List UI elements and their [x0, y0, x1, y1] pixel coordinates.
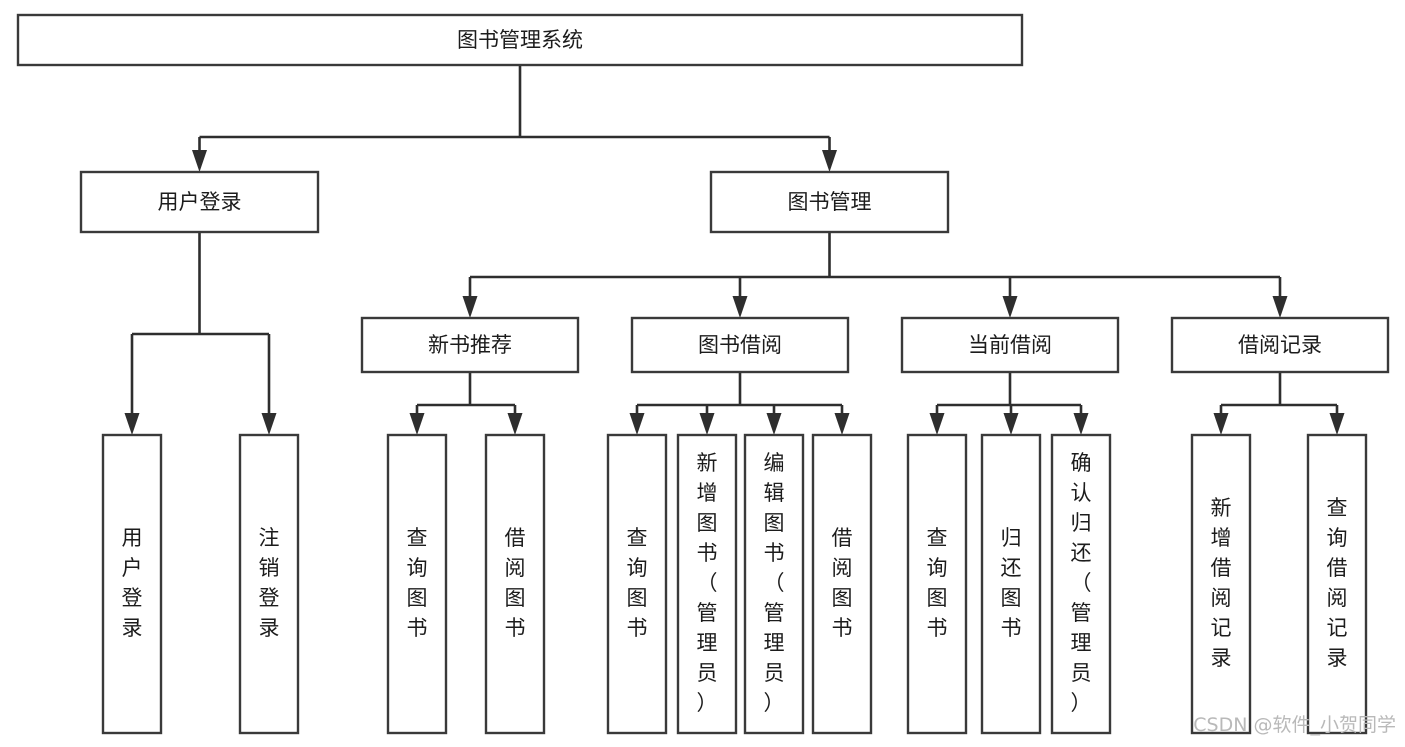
node-box-l-bb-borrow[interactable]: [811, 433, 873, 735]
node-n-book-borrow[interactable]: 图书借阅: [630, 316, 850, 374]
node-box-root[interactable]: [16, 13, 1024, 67]
node-root[interactable]: 图书管理系统: [16, 13, 1024, 67]
connector-group-n-new-book-rec: [409, 372, 523, 435]
node-l-bb-borrow[interactable]: 借阅图书: [811, 433, 873, 735]
node-n-user-login[interactable]: 用户登录: [79, 170, 320, 234]
connector-group-n-book-borrow: [629, 372, 850, 435]
node-l-cb-query[interactable]: 查询图书: [906, 433, 968, 735]
node-label-l-bb-borrow: 借阅图书: [832, 526, 853, 640]
node-label-l-cb-query: 查询图书: [927, 526, 948, 640]
node-layer: 图书管理系统用户登录图书管理新书推荐图书借阅当前借阅借阅记录用户登录注销登录查询…: [16, 13, 1390, 735]
connector-group-n-user-login: [124, 232, 277, 435]
node-label-n-book-borrow: 图书借阅: [698, 333, 782, 357]
node-label-n-new-book-rec: 新书推荐: [428, 333, 512, 357]
node-box-n-book-borrow[interactable]: [630, 316, 850, 374]
connector-group-n-current-borrow: [929, 372, 1089, 435]
node-l-rec-query[interactable]: 查询图书: [386, 433, 448, 735]
node-box-l-cb-confirm[interactable]: [1050, 433, 1112, 735]
node-l-br-query[interactable]: 查询借阅记录: [1306, 433, 1368, 735]
csdn-watermark: CSDN @软件_小贺同学: [1193, 714, 1396, 736]
node-box-n-borrow-record[interactable]: [1170, 316, 1390, 374]
connector-group-n-borrow-record: [1213, 372, 1345, 435]
node-box-l-rec-query[interactable]: [386, 433, 448, 735]
connector-layer: [124, 65, 1345, 435]
node-l-cb-confirm[interactable]: 确认归还（管理员）: [1050, 433, 1112, 735]
node-label-l-user-login: 用户登录: [122, 526, 143, 640]
node-label-l-rec-borrow: 借阅图书: [505, 526, 526, 640]
node-l-bb-query[interactable]: 查询图书: [606, 433, 668, 735]
node-l-bb-edit[interactable]: 编辑图书（管理员）: [743, 433, 805, 735]
node-box-l-cb-query[interactable]: [906, 433, 968, 735]
node-label-n-borrow-record: 借阅记录: [1238, 333, 1322, 357]
connector-group-n-book-manage: [462, 232, 1288, 318]
node-box-l-br-add[interactable]: [1190, 433, 1252, 735]
node-label-l-br-add: 新增借阅记录: [1211, 496, 1232, 670]
node-box-l-rec-borrow[interactable]: [484, 433, 546, 735]
node-label-l-cb-return: 归还图书: [1001, 526, 1022, 640]
node-n-book-manage[interactable]: 图书管理: [709, 170, 950, 234]
node-l-rec-borrow[interactable]: 借阅图书: [484, 433, 546, 735]
node-box-n-new-book-rec[interactable]: [360, 316, 580, 374]
node-n-new-book-rec[interactable]: 新书推荐: [360, 316, 580, 374]
node-label-l-bb-edit: 编辑图书（管理员）: [764, 451, 785, 715]
node-l-cb-return[interactable]: 归还图书: [980, 433, 1042, 735]
node-box-n-book-manage[interactable]: [709, 170, 950, 234]
node-l-user-login[interactable]: 用户登录: [101, 433, 163, 735]
node-box-l-bb-edit[interactable]: [743, 433, 805, 735]
node-box-l-bb-query[interactable]: [606, 433, 668, 735]
node-box-n-user-login[interactable]: [79, 170, 320, 234]
node-label-n-user-login: 用户登录: [158, 190, 242, 214]
node-box-l-user-login[interactable]: [101, 433, 163, 735]
node-n-current-borrow[interactable]: 当前借阅: [900, 316, 1120, 374]
node-label-l-bb-add: 新增图书（管理员）: [697, 451, 718, 715]
connector-group-root: [192, 65, 837, 172]
node-label-l-cb-confirm: 确认归还（管理员）: [1071, 451, 1092, 715]
node-box-n-current-borrow[interactable]: [900, 316, 1120, 374]
node-box-l-bb-add[interactable]: [676, 433, 738, 735]
node-label-root: 图书管理系统: [457, 28, 583, 52]
node-label-l-rec-query: 查询图书: [407, 526, 428, 640]
node-label-l-user-logout: 注销登录: [259, 526, 280, 640]
node-label-n-current-borrow: 当前借阅: [968, 333, 1052, 357]
node-l-bb-add[interactable]: 新增图书（管理员）: [676, 433, 738, 735]
node-label-l-bb-query: 查询图书: [627, 526, 648, 640]
node-label-l-br-query: 查询借阅记录: [1327, 496, 1348, 670]
node-l-br-add[interactable]: 新增借阅记录: [1190, 433, 1252, 735]
node-box-l-user-logout[interactable]: [238, 433, 300, 735]
node-label-n-book-manage: 图书管理: [788, 190, 872, 214]
node-n-borrow-record[interactable]: 借阅记录: [1170, 316, 1390, 374]
node-box-l-br-query[interactable]: [1306, 433, 1368, 735]
node-box-l-cb-return[interactable]: [980, 433, 1042, 735]
node-l-user-logout[interactable]: 注销登录: [238, 433, 300, 735]
